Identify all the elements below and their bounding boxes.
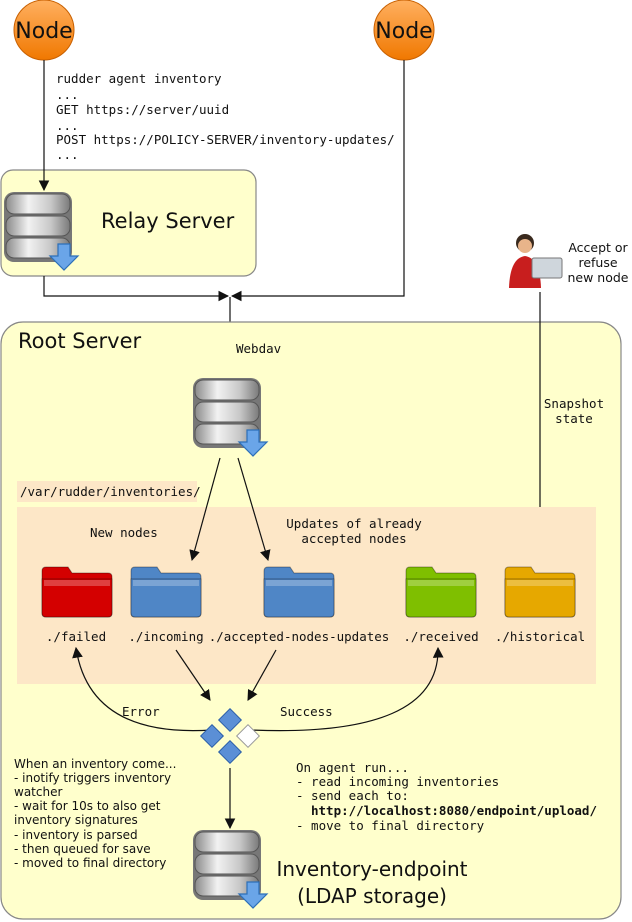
right-node: Node (373, 0, 435, 61)
folder-received: ./received (403, 566, 479, 644)
agent-note-line: - read incoming inventories (296, 774, 499, 789)
endpoint-upload-url: http://localhost:8080/endpoint/upload/ (311, 803, 597, 818)
left-node: Node (13, 0, 75, 61)
left-node-label: Node (15, 19, 72, 44)
error-label: Error (122, 704, 160, 719)
watcher-note-line: - wait for 10s to also get (14, 799, 161, 813)
root-server-title: Root Server (18, 329, 141, 353)
folder-label: ./accepted-nodes-updates (209, 629, 390, 644)
folder-failed: ./failed (41, 566, 113, 644)
watcher-note-line: - moved to final directory (14, 856, 166, 870)
laptop-icon (531, 257, 563, 279)
right-node-label: Node (375, 19, 432, 44)
folder-label: ./historical (495, 629, 585, 644)
watcher-note-line: - then queued for save (14, 842, 151, 856)
success-label: Success (280, 704, 333, 719)
folder-icon (130, 566, 202, 618)
snapshot-label-line: Snapshot (544, 396, 604, 411)
folder-icon (405, 566, 477, 618)
node-connectors (38, 60, 405, 378)
agent-note-line: - send each to: (296, 788, 409, 803)
watcher-note-line: inventory signatures (14, 813, 138, 827)
command-line: GET https://server/uuid (56, 102, 229, 117)
command-line: POST https://POLICY-SERVER/inventory-upd… (56, 132, 395, 147)
command-line: ... (56, 118, 79, 133)
inventory-processor-icon (199, 707, 261, 765)
folder-icon (263, 566, 335, 618)
new-nodes-label: New nodes (90, 525, 158, 540)
folder-label: ./incoming (128, 629, 203, 644)
watcher-notes-heading: When an inventory come... (14, 757, 176, 771)
relay-database-icon (3, 191, 79, 271)
updates-label-line: Updates of already (286, 516, 422, 531)
endpoint-database-icon (192, 829, 268, 909)
folder-historical: ./historical (495, 566, 585, 644)
agent-run-notes: On agent run... - read incoming inventor… (296, 760, 597, 833)
folder-icon (41, 566, 113, 618)
watcher-notes: When an inventory come... - inotify trig… (14, 757, 176, 870)
folder-label: ./failed (46, 629, 106, 644)
admin-note-line: Accept or (568, 240, 628, 255)
folder-accepted-nodes-updates: ./accepted-nodes-updates (209, 566, 390, 644)
admin-note-line: refuse (578, 255, 617, 270)
relay-server: Relay Server (0, 169, 257, 277)
updates-label-line: accepted nodes (301, 531, 406, 546)
root-database-icon (192, 377, 268, 457)
relay-server-title: Relay Server (101, 209, 235, 233)
admin-user: Accept or refuse new node (509, 234, 629, 288)
command-line: rudder agent inventory (56, 71, 222, 86)
folder-incoming: ./incoming (128, 566, 204, 644)
watcher-note-line: - inotify triggers inventory (14, 771, 171, 785)
agent-note-line: - move to final directory (296, 818, 485, 833)
dispatch-connectors (189, 457, 271, 562)
command-line: ... (56, 147, 79, 162)
folder-icon (504, 566, 576, 618)
processing-connectors (72, 646, 444, 830)
folder-label: ./received (403, 629, 478, 644)
watcher-note-line: - inventory is parsed (14, 828, 138, 842)
endpoint-subtitle: (LDAP storage) (297, 884, 447, 908)
watcher-note-line: watcher (14, 785, 62, 799)
path-label-box (17, 481, 197, 502)
endpoint-title: Inventory-endpoint (276, 857, 467, 881)
admin-note-line: new node (567, 270, 628, 285)
node-command-list: rudder agent inventory ... GET https://s… (56, 71, 395, 162)
webdav-label: Webdav (236, 341, 281, 356)
inventory-path-label: /var/rudder/inventories/ (20, 484, 201, 499)
command-line: ... (56, 87, 79, 102)
snapshot-label-line: state (555, 411, 593, 426)
agent-notes-heading: On agent run... (296, 760, 409, 775)
